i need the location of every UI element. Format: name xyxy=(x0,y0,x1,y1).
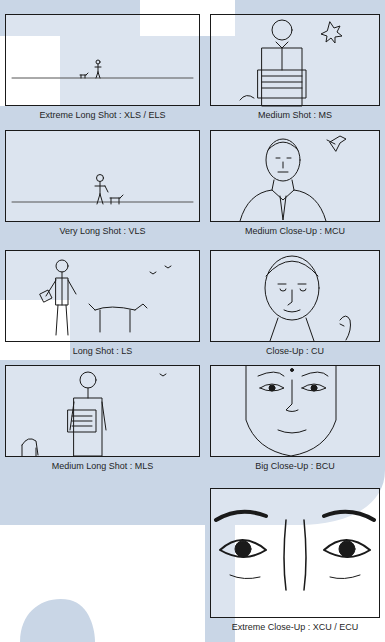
shot-caption: Medium Long Shot : MLS xyxy=(5,460,200,472)
bcu-illustration xyxy=(246,366,336,456)
shot-caption: Very Long Shot : VLS xyxy=(5,225,200,237)
shot-panel: Extreme Long Shot : XLS / ELS xyxy=(5,14,200,122)
shot-frame xyxy=(210,130,380,222)
shot-panel: Medium Long Shot : MLS xyxy=(5,365,200,473)
shot-frame xyxy=(5,14,200,106)
shot-panel: Extreme Close-Up : XCU / ECU xyxy=(210,488,380,634)
shot-panel: Close-Up : CU xyxy=(210,250,380,358)
shot-caption: Medium Shot : MS xyxy=(210,109,380,121)
shot-caption: Extreme Long Shot : XLS / ELS xyxy=(5,109,200,121)
shot-caption: Big Close-Up : BCU xyxy=(210,460,380,472)
shot-panel: Very Long Shot : VLS xyxy=(5,130,200,238)
shot-frame xyxy=(210,250,380,342)
mls-illustration xyxy=(22,372,166,456)
shot-frame xyxy=(210,488,380,618)
ms-illustration xyxy=(240,20,342,106)
xls-illustration xyxy=(12,60,193,78)
shot-panel: Medium Shot : MS xyxy=(210,14,380,122)
xcu-illustration xyxy=(216,512,374,590)
mcu-illustration xyxy=(240,136,346,221)
cu-illustration xyxy=(265,256,351,341)
shot-caption: Extreme Close-Up : XCU / ECU xyxy=(210,621,380,633)
ls-illustration xyxy=(40,260,171,335)
shot-frame xyxy=(210,14,380,106)
shot-frame xyxy=(5,250,200,342)
shot-panel: Medium Close-Up : MCU xyxy=(210,130,380,238)
shot-caption: Close-Up : CU xyxy=(210,345,380,357)
shot-frame xyxy=(5,365,200,457)
watermark-blob xyxy=(20,599,95,642)
shot-panel: Long Shot : LS xyxy=(5,250,200,358)
shot-caption: Long Shot : LS xyxy=(5,345,200,357)
shot-frame xyxy=(210,365,380,457)
shot-caption: Medium Close-Up : MCU xyxy=(210,225,380,237)
vls-illustration xyxy=(12,175,193,205)
shot-frame xyxy=(5,130,200,222)
shot-panel: Big Close-Up : BCU xyxy=(210,365,380,473)
